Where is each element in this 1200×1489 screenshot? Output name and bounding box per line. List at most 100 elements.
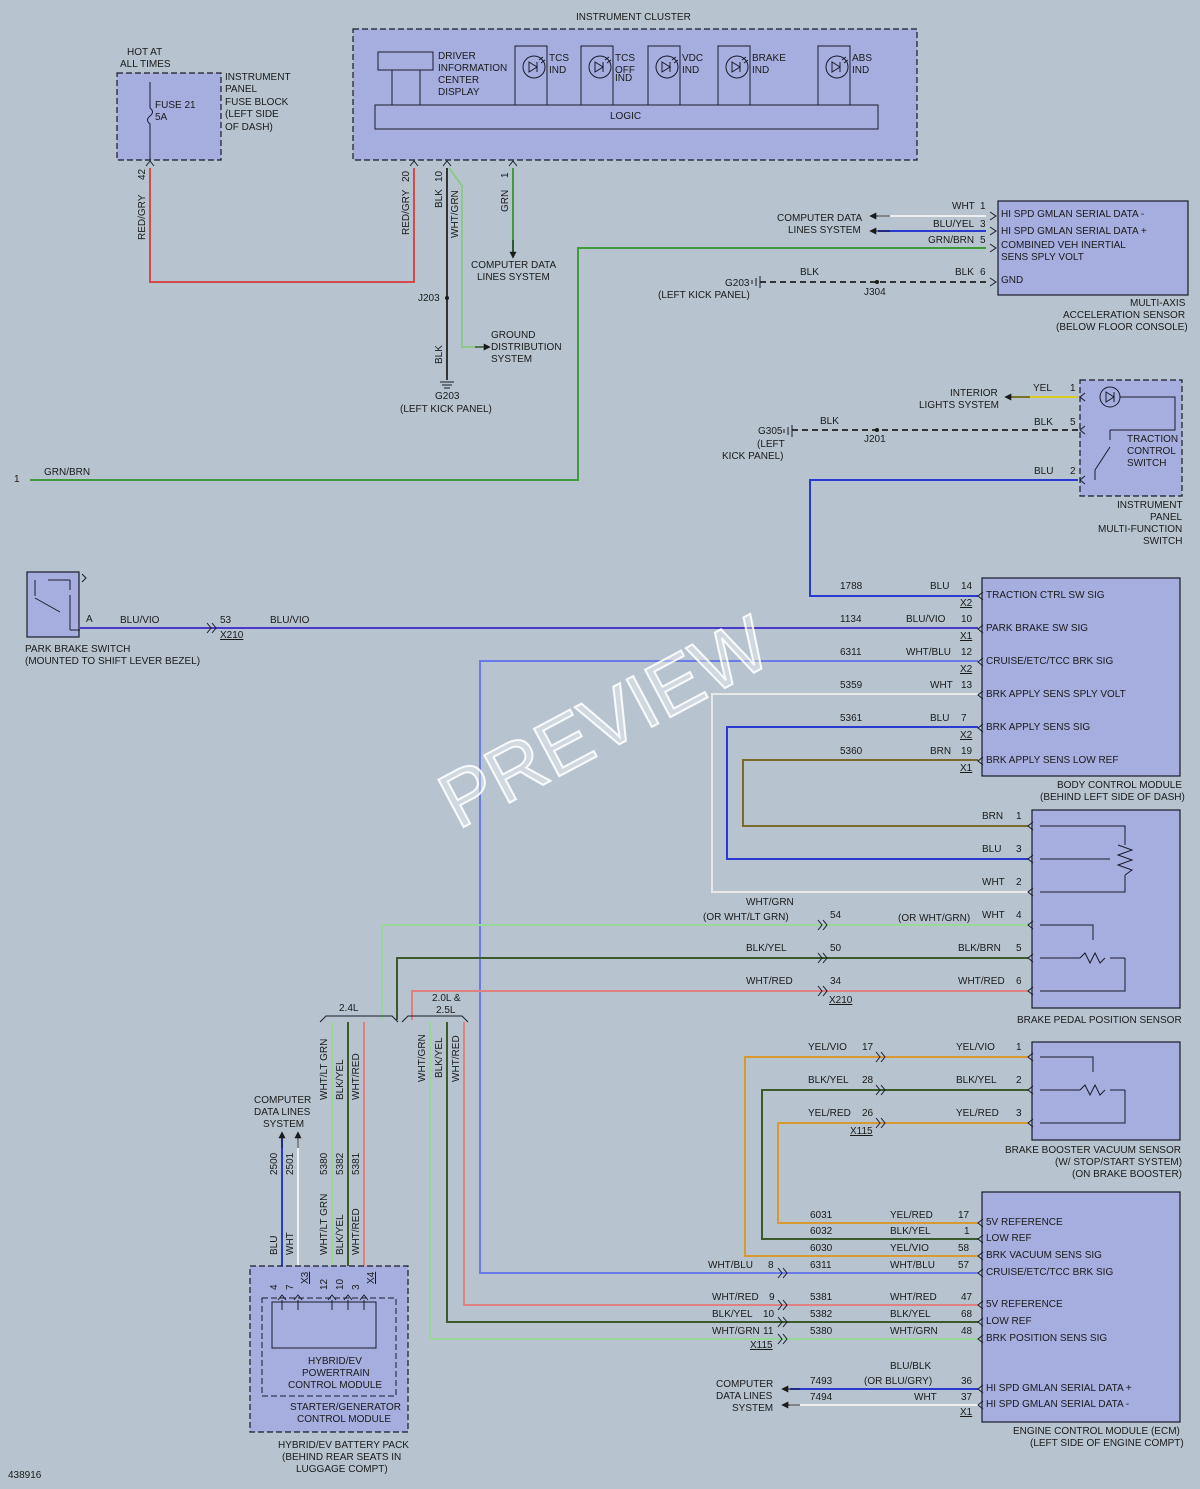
ecm-mid-inline-2: 11 [763,1326,774,1337]
split-lw-2: WHT/RED [351,1053,362,1100]
hpcm-cdl-0: COMPUTER [254,1095,311,1106]
mas-pin-3: 6 [980,267,986,278]
fuse-wire: RED/GRY [137,194,148,240]
ecm-mid-label-2: BRK POSITION SENS SIG [986,1333,1107,1344]
logic-box [374,104,879,130]
cluster-cdl-line1: COMPUTER DATA [471,260,557,271]
bcm-wire-0: BLU [930,581,949,592]
hpcm-sg-0: STARTER/GENERATOR [290,1402,401,1413]
fuse-block-name-3: (LEFT SIDE [225,109,279,120]
indicator-l1-1: TCS [615,53,635,64]
dic-line-2: CENTER [438,75,479,86]
ecm-top-wire-1: BLK/YEL [890,1226,931,1237]
mas-wire-2: GRN/BRN [928,235,974,246]
splice-j203-icon [445,296,449,300]
ecm-top-wire-0: YEL/RED [890,1210,933,1221]
wire-bbvs-yel-vio [744,1056,1028,1257]
bpps-pin-3: 4 [1016,910,1022,921]
offpage-num: 1 [14,474,20,485]
tcs-name-3: SWITCH [1143,536,1182,547]
hpcm-inner-2: CONTROL MODULE [288,1380,382,1391]
tcs-name-2: MULTI-FUNCTION [1098,524,1182,535]
park-wire2: BLU/VIO [270,615,310,626]
hpcm-conn-b: X4 [366,1271,377,1284]
ecm-top-wire-3: WHT/BLU [890,1260,935,1271]
dic-line-3: DISPLAY [438,87,480,98]
split-right-1: 2.0L & [432,993,461,1004]
bcm-wire-2: WHT/BLU [906,647,951,658]
split-rw-1: BLK/YEL [434,1037,445,1078]
mas-name-1: ACCELERATION SENSOR [1063,310,1185,321]
indicator-l2-0: IND [549,65,566,76]
bpps-inline-conn: X210 [829,995,853,1006]
indicator-l3-1: IND [615,73,632,84]
hpcm-wire-1: WHT [285,1232,296,1255]
ecm-mid-wire-1: BLK/YEL [890,1309,931,1320]
ecm-top-circuit-0: 6031 [810,1210,833,1221]
mas-ground-loc: (LEFT KICK PANEL) [658,290,750,301]
watermark: PREVIEW [425,598,784,845]
bcm-conn-2: X2 [960,664,973,675]
bcm-circuit-2: 6311 [840,647,862,658]
bcm-wire-4: BLU [930,713,949,724]
park-inline-conn: X210 [220,630,244,641]
indicator-lamp-icon [655,55,679,79]
ecm-top-wire-2: YEL/VIO [890,1243,929,1254]
cluster-title: INSTRUMENT CLUSTER [576,12,691,23]
hpcm-inner-1: POWERTRAIN [302,1368,370,1379]
wires [30,167,1078,1406]
hpcm-pin-4: 3 [351,1284,362,1290]
ecm-top-pin-2: 58 [958,1243,970,1254]
mas-pin-1: 3 [980,219,986,230]
bpps-pin-0: 1 [1016,811,1022,822]
mas-cdl-line2: LINES SYSTEM [788,225,861,236]
bpps-inline-2: 34 [830,976,842,987]
fuse-block-name-4: OF DASH) [225,122,273,133]
wire-25-wht-grn [429,1022,978,1340]
bcm-pin-4: 7 [961,713,967,724]
ecm-mid-label-0: 5V REFERENCE [986,1299,1063,1310]
mas-pin-0: 1 [980,201,986,212]
indicator-l2-2: IND [682,65,699,76]
wire-wht-5359 [711,693,1028,893]
ecm-cdl-1: DATA LINES [716,1391,773,1402]
ecm-bot-label-0: HI SPD GMLAN SERIAL DATA + [986,1383,1132,1394]
ecm-name-2: (LEFT SIDE OF ENGINE COMPT) [1030,1438,1184,1449]
indicator-lamp-icon [522,55,546,79]
bracket-24 [319,1015,399,1023]
bcm-circuit-1: 1134 [840,614,862,625]
park-pin: A [86,614,93,625]
bcm-pin-0: 14 [961,581,973,592]
ecm-top-wire-l-3: WHT/BLU [708,1260,753,1271]
bbvs-name-1: (W/ STOP/START SYSTEM) [1055,1157,1182,1168]
indicator-l2-1: OFF [615,65,635,76]
fuse-amp: 5A [155,112,168,123]
tcs-pin-2: 2 [1070,466,1076,477]
wire-bbvs-yel-red [777,1122,1028,1224]
mas-splice: J304 [864,287,886,298]
bpps-inline-1: 50 [830,943,842,954]
wire-wht-blu [479,660,978,1274]
cluster-wire-wht-grn: WHT/GRN [450,190,461,238]
cluster-references: COMPUTER DATA LINES SYSTEM J203 GROUND D… [400,240,562,415]
bbvs-wire-r-1: BLK/YEL [956,1075,997,1086]
ecm-mid-circuit-1: 5382 [810,1309,833,1320]
tcs-splice: J201 [864,434,886,445]
bbvs-inline-0: 17 [862,1042,874,1053]
ecm-name-1: ENGINE CONTROL MODULE (ECM) [1013,1426,1180,1437]
mas-wire-1: BLU/YEL [933,219,975,230]
bbvs-inline-2: 26 [862,1108,874,1119]
ecm-bot-circuit-1: 7494 [810,1392,833,1403]
hpcm-name-1: (BEHIND REAR SEATS IN [282,1452,401,1463]
bbvs-wire-1: BLK/YEL [808,1075,849,1086]
multi-axis-sensor: COMPUTER DATA LINES SYSTEM WHT 1 HI SPD … [658,200,1189,333]
ecm-mid-wire-0: WHT/RED [890,1292,937,1303]
splice-j203: J203 [418,293,440,304]
ecm-mid-pin-1: 68 [961,1309,973,1320]
bcm-label-4: BRK APPLY SENS SIG [986,722,1090,733]
bcm-conn-0: X2 [960,598,973,609]
bcm-label-0: TRACTION CTRL SW SIG [986,590,1105,601]
bbvs-name-0: BRAKE BOOSTER VACUUM SENSOR [1005,1145,1181,1156]
mas-name-2: (BELOW FLOOR CONSOLE) [1056,322,1188,333]
